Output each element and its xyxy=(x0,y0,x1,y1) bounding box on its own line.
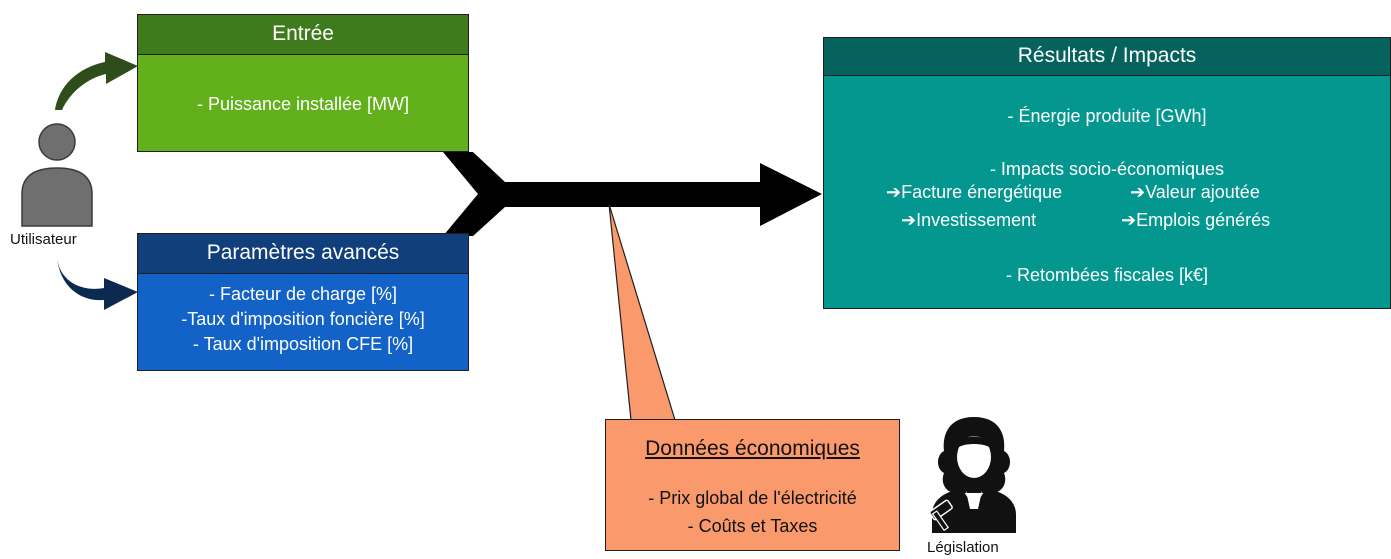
results-title: Résultats / Impacts xyxy=(824,38,1390,76)
entree-box: Entrée - Puissance installée [MW] xyxy=(137,14,469,152)
advanced-params-box: Paramètres avancés - Facteur de charge [… xyxy=(137,233,469,371)
results-impact-item: ➔Investissement xyxy=(901,210,1037,230)
economic-data-item: - Prix global de l'électricité xyxy=(648,488,857,508)
user-label: Utilisateur xyxy=(10,231,77,248)
results-impact-item: ➔Facture énergétique xyxy=(886,182,1063,202)
economic-data-callout: Données économiques - Prix global de l'é… xyxy=(605,419,900,551)
results-energy: - Énergie produite [GWh] xyxy=(1007,106,1207,126)
advanced-params-title: Paramètres avancés xyxy=(138,234,468,274)
entree-title: Entrée xyxy=(138,15,468,55)
advanced-param-item: -Taux d'imposition foncière [%] xyxy=(181,309,425,329)
results-fiscal: - Retombées fiscales [k€] xyxy=(1005,265,1209,285)
advanced-param-item: - Facteur de charge [%] xyxy=(208,284,398,304)
economic-data-item: - Coûts et Taxes xyxy=(687,516,818,536)
results-impact-item: ➔Emplois générés xyxy=(1121,210,1271,230)
results-impacts-title: - Impacts socio-économiques xyxy=(989,159,1225,179)
user-to-entree-arrow xyxy=(55,52,138,110)
legislation-label: Législation xyxy=(927,539,999,556)
results-box: Résultats / Impacts - Énergie produite [… xyxy=(823,37,1391,309)
results-impact-item: ➔Valeur ajoutée xyxy=(1130,182,1260,202)
user-icon xyxy=(21,123,93,227)
judge-icon xyxy=(929,417,1016,533)
merge-arrow xyxy=(443,152,822,236)
donnees-callout-pointer xyxy=(608,203,676,421)
user-to-avances-arrow xyxy=(57,258,138,310)
advanced-param-item: - Taux d'imposition CFE [%] xyxy=(192,334,414,354)
entree-item: - Puissance installée [MW] xyxy=(196,94,410,114)
economic-data-title: Données économiques xyxy=(645,437,860,460)
